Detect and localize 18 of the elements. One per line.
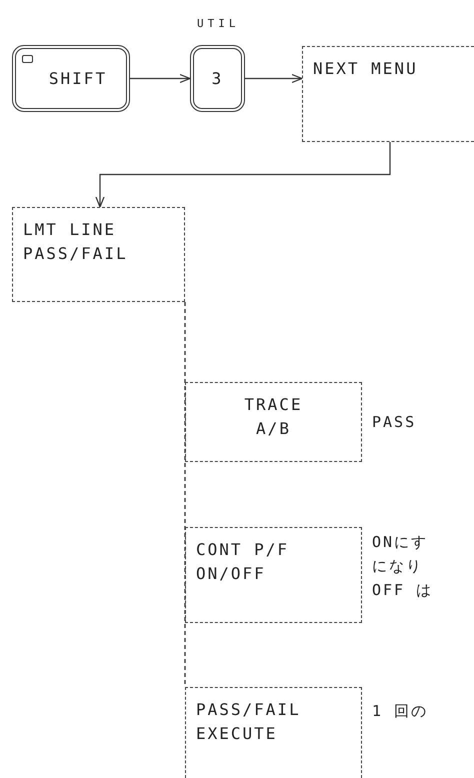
menu-box: LMT LINE PASS/FAIL xyxy=(12,207,185,302)
arrow xyxy=(130,74,191,84)
key-button xyxy=(12,45,130,112)
key-label: SHIFT xyxy=(48,68,108,90)
connector-line xyxy=(184,302,186,687)
menu-box: TRACE A/B xyxy=(185,382,362,462)
key-button: 3 xyxy=(190,45,245,112)
description-text: 1 回の xyxy=(372,701,428,722)
key-caption: UTIL xyxy=(197,16,240,32)
menu-box: CONT P/F ON/OFF xyxy=(185,527,362,623)
description-text: ONにす xyxy=(372,532,428,553)
description-text: OFF は xyxy=(372,580,434,601)
arrow xyxy=(245,74,303,84)
menu-box: PASS/FAIL EXECUTE xyxy=(185,687,362,778)
menu-box: NEXT MENU xyxy=(302,46,474,142)
arrow xyxy=(95,142,391,208)
description-text: になり xyxy=(372,556,423,577)
description-text: PASS xyxy=(372,412,416,433)
